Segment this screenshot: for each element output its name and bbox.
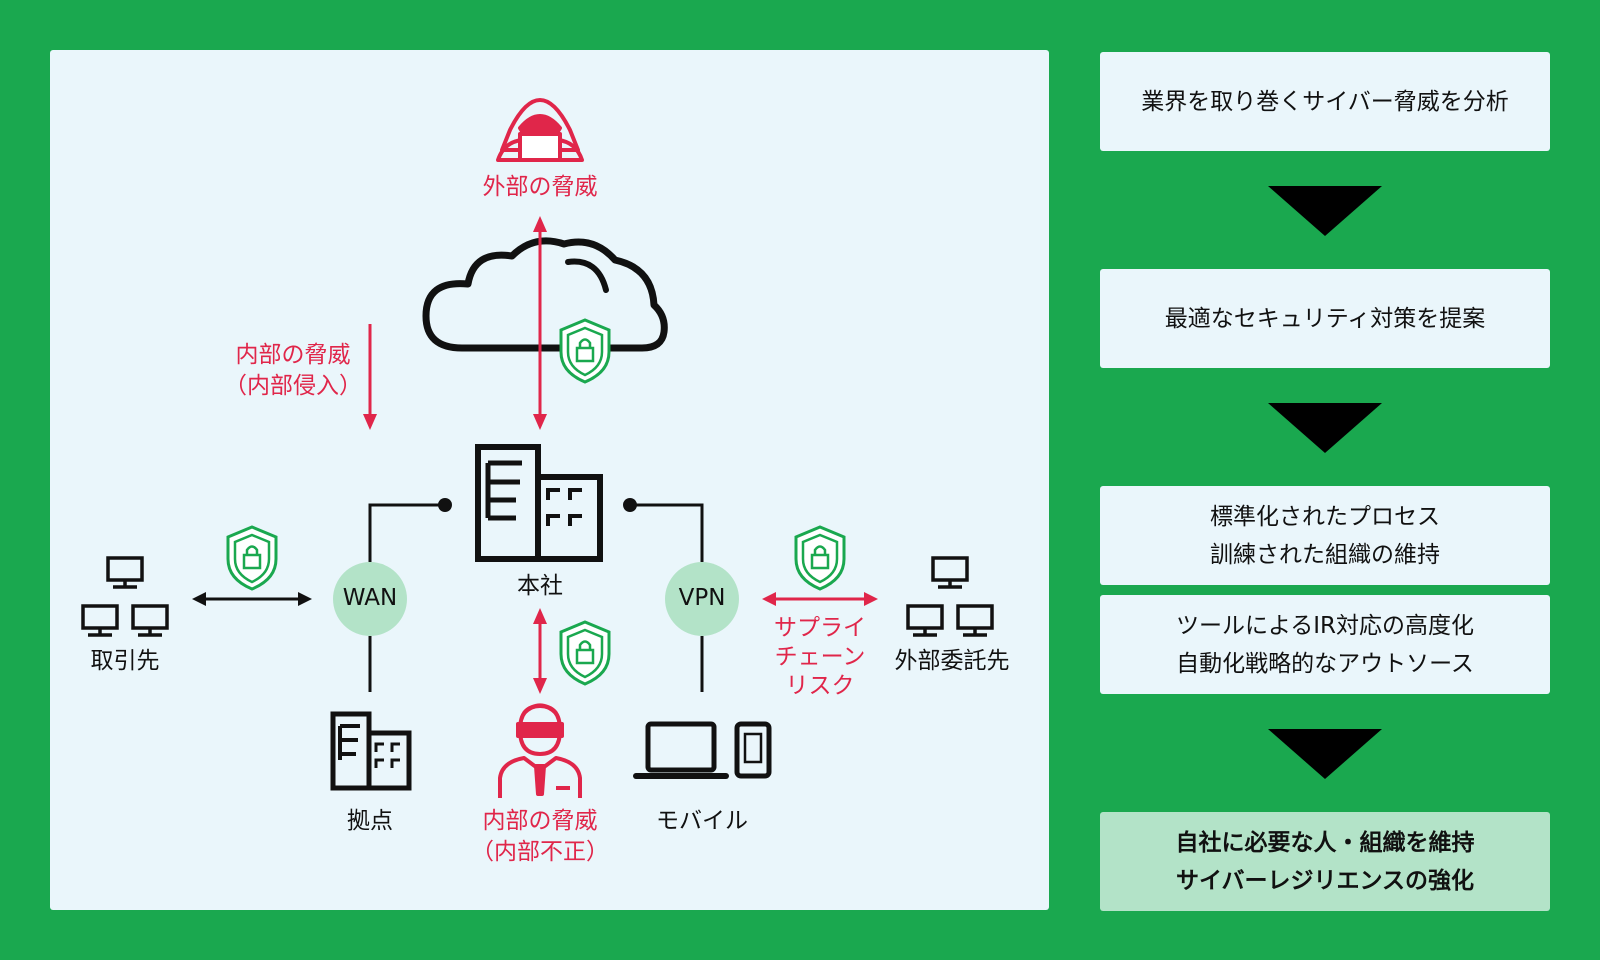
cloud-highlight-icon [565,258,609,293]
network-diagram [81,98,994,798]
internal-fraud-label-line1: 内部の脅威 [482,808,598,834]
cloud-icon [422,237,668,352]
supply-chain-risk-line2: チェーン [774,644,866,670]
headquarters-label: 本社 [517,573,563,599]
partner-security-shield-icon [226,525,278,591]
flow-step-tools-line2: 自動化戦略的なアウトソース [1176,650,1474,677]
flow-result-resilience: 自社に必要な人・組織を維持 サイバーレジリエンスの強化 [1100,812,1550,911]
hacker-icon [496,98,584,162]
outsourcer-security-shield-icon [794,525,846,591]
external-threat-arrow [533,216,547,430]
internal-intrusion-label-line1: 内部の脅威 [235,342,351,368]
branch-label: 拠点 [347,808,393,834]
flow-step-security-proposal-text: 最適なセキュリティ対策を提案 [1164,305,1486,332]
vpn-connector-dot [623,498,637,512]
vpn-connector-lines [630,503,704,692]
internal-fraud-arrow [533,608,547,694]
flow-result-line1: 自社に必要な人・組織を維持 [1175,829,1475,856]
flow-step-tools-outsourcing: ツールによるIR対応の高度化 自動化戦略的なアウトソース [1100,595,1550,694]
outsourcer-computers-icon [906,556,994,637]
headquarters-building-icon [475,444,603,562]
network-diagram-panel: 外部の脅威 内部の脅威 （内部侵入） 本社 WAN VPN 取引先 外部委託先 … [50,50,1049,910]
wan-node [333,562,407,636]
flow-result-line2: サイバーレジリエンスの強化 [1175,867,1475,894]
internal-intrusion-label: 内部の脅威 （内部侵入） [224,340,362,402]
insider-person-icon [498,703,582,798]
flow-arrow-down-icon [1268,403,1382,453]
supply-chain-arrow [762,592,878,606]
flow-step-security-proposal: 最適なセキュリティ対策を提案 [1100,269,1550,368]
vpn-node [665,562,739,636]
wan-connector-dot [438,498,452,512]
internal-intrusion-label-line2: （内部侵入） [224,373,362,399]
cloud-security-shield-icon [559,318,611,384]
mobile-devices-icon [633,721,772,779]
flow-step-threat-analysis: 業界を取り巻くサイバー脅威を分析 [1100,52,1550,151]
flow-arrow-down-icon [1268,729,1382,779]
partner-link-arrow [192,592,312,606]
flow-arrow-down-icon [1268,186,1382,236]
flow-step-threat-analysis-text: 業界を取り巻くサイバー脅威を分析 [1141,88,1509,115]
outsourcer-label: 外部委託先 [894,648,1010,674]
branch-building-icon [330,711,412,791]
flow-step-process-line1: 標準化されたプロセス [1210,503,1440,530]
flow-step-tools-line1: ツールによるIR対応の高度化 [1175,612,1475,639]
partner-computers-icon [81,556,169,637]
flow-step-process-line2: 訓練された組織の維持 [1210,541,1440,568]
internal-fraud-label: 内部の脅威 （内部不正） [471,806,609,868]
internal-fraud-label-line2: （内部不正） [471,839,609,865]
internal-security-shield-icon [559,620,611,686]
flow-step-process-organization: 標準化されたプロセス 訓練された組織の維持 [1100,486,1550,585]
supply-chain-risk-line1: サプライ [774,615,866,641]
internal-intrusion-arrow [363,324,377,430]
wan-connector-lines [368,503,445,692]
external-threat-label: 外部の脅威 [482,174,598,200]
mobile-label: モバイル [656,808,748,834]
partner-label: 取引先 [90,648,160,674]
wan-label: WAN [342,585,398,611]
supply-chain-risk-line3: リスク [785,673,855,699]
supply-chain-risk-label: サプライ チェーン リスク [774,614,866,701]
vpn-label: VPN [678,585,726,611]
